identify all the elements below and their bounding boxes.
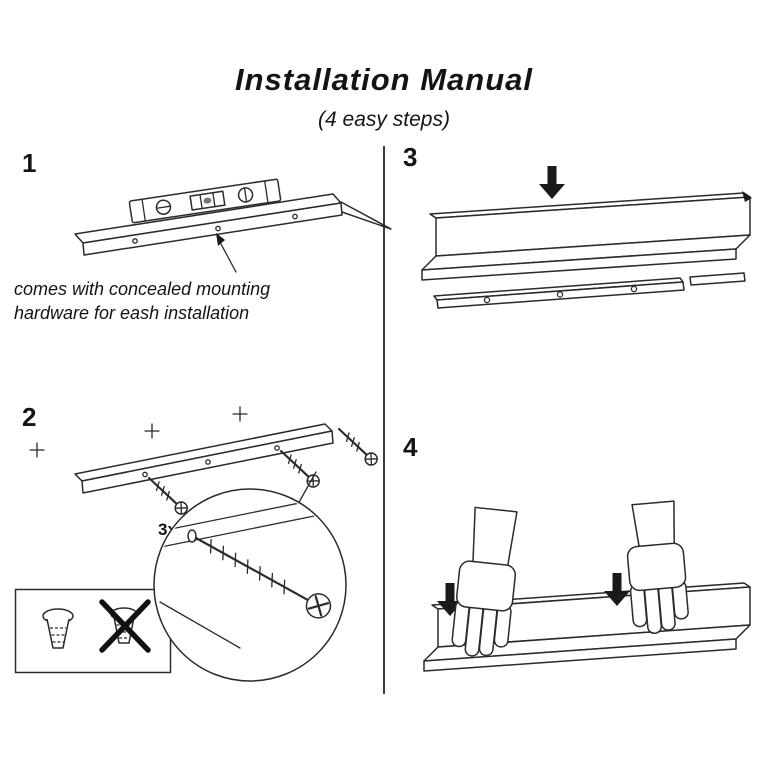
step-1-illustration — [74, 178, 392, 273]
spirit-level — [128, 178, 282, 224]
vertical-divider — [383, 146, 385, 694]
x-mark-icon — [99, 599, 151, 653]
alignment-cross-marks — [29, 406, 248, 458]
screw-closeup-icon — [194, 536, 332, 619]
leader-line — [297, 471, 317, 505]
mounting-note-line2: hardware for eash installation — [14, 302, 250, 323]
screw-closeup-magnifier — [153, 471, 347, 682]
pencil — [338, 201, 392, 230]
step-1-number: 1 — [22, 148, 37, 178]
mounting-note: comes with concealed mounting hardware f… — [14, 278, 344, 326]
mounting-rail — [433, 272, 746, 309]
magnifier-circle — [153, 488, 347, 682]
step-2-number: 2 — [22, 402, 37, 432]
right-hand — [626, 500, 689, 635]
mounting-rail — [74, 423, 334, 494]
mounting-note-line1: comes with concealed mounting — [14, 279, 271, 299]
anchor-correct — [42, 608, 74, 649]
step-3-illustration — [421, 166, 752, 309]
step-2-illustration — [29, 406, 378, 515]
page-title: Installation Manual — [234, 62, 534, 97]
step-4-number: 4 — [403, 432, 418, 462]
anchor-warning-box — [14, 588, 172, 674]
left-hand — [451, 506, 518, 657]
step-3-number: 3 — [403, 142, 418, 172]
floating-shelf — [421, 191, 752, 281]
step-4-illustration — [423, 500, 751, 672]
down-arrow-icon — [539, 166, 565, 199]
screw-icon — [147, 476, 188, 515]
screw-icon — [337, 427, 378, 466]
mounting-rail — [74, 193, 343, 256]
page-subtitle: (4 easy steps) — [318, 108, 450, 131]
pointer-arrow-icon — [216, 233, 237, 273]
down-arrow-right-icon — [604, 573, 630, 606]
